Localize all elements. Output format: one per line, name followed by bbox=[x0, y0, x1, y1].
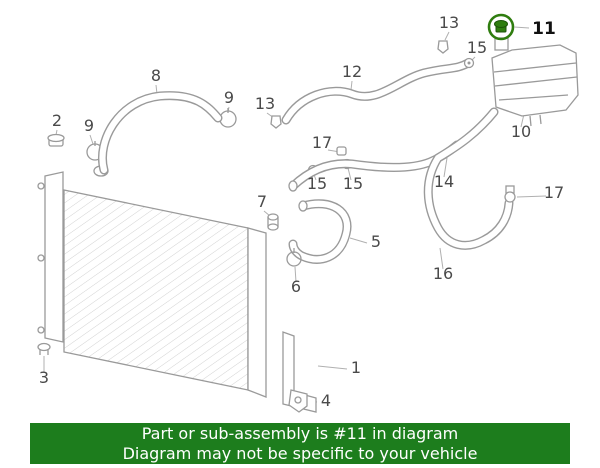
hose-part-16 bbox=[423, 107, 514, 250]
callout-10: 10 bbox=[511, 122, 531, 141]
clip-part-13-mid bbox=[270, 115, 282, 129]
callout-16: 16 bbox=[433, 264, 453, 283]
callout-15-left: 15 bbox=[307, 174, 327, 193]
callout-17-left: 17 bbox=[312, 133, 332, 152]
callout-15-right: 15 bbox=[343, 174, 363, 193]
callout-7: 7 bbox=[257, 192, 267, 211]
radiator-bolt bbox=[37, 182, 45, 190]
radiator-right-tank bbox=[247, 227, 267, 398]
callout-6: 6 bbox=[291, 277, 301, 296]
callout-2: 2 bbox=[52, 111, 62, 130]
reservoir-cap-part-11-highlighted bbox=[487, 13, 530, 41]
callout-9-left: 9 bbox=[84, 116, 94, 135]
radiator-cap-part-2 bbox=[47, 133, 65, 147]
grommet-part-17-right bbox=[504, 185, 516, 203]
hose-part-5 bbox=[288, 199, 352, 264]
reservoir-tank-part-10 bbox=[491, 37, 579, 127]
radiator-bolt bbox=[37, 254, 45, 262]
radiator-drawing bbox=[37, 165, 267, 398]
callout-12: 12 bbox=[342, 62, 362, 81]
callout-13-top: 13 bbox=[439, 13, 459, 32]
fitting-part-7 bbox=[267, 213, 279, 231]
hose-part-12 bbox=[281, 58, 473, 125]
diagram-notice-banner: Part or sub-assembly is #11 in diagram D… bbox=[30, 423, 570, 464]
mount-part-3 bbox=[37, 342, 51, 355]
upper-hose-part-8 bbox=[98, 91, 223, 175]
callout-8: 8 bbox=[151, 66, 161, 85]
callout-15-top: 15 bbox=[467, 38, 487, 57]
callout-5: 5 bbox=[371, 232, 381, 251]
banner-line-part-reference: Part or sub-assembly is #11 in diagram bbox=[141, 424, 459, 443]
highlight-ring bbox=[487, 13, 515, 41]
radiator-bolt bbox=[37, 326, 45, 334]
callout-17-right: 17 bbox=[544, 183, 564, 202]
sensor-part-4 bbox=[288, 389, 308, 413]
radiator-left-tank bbox=[44, 171, 64, 343]
grommet-part-15-top bbox=[463, 57, 475, 69]
clip-part-13-top bbox=[437, 40, 449, 54]
banner-line-disclaimer: Diagram may not be specific to your vehi… bbox=[122, 443, 478, 463]
callout-9-right: 9 bbox=[224, 88, 234, 107]
callout-1: 1 bbox=[351, 358, 361, 377]
callout-3: 3 bbox=[39, 368, 49, 387]
callout-4: 4 bbox=[321, 391, 331, 410]
radiator-core bbox=[63, 189, 249, 391]
callout-13-mid: 13 bbox=[255, 94, 275, 113]
hose-clamp-part-6 bbox=[286, 248, 302, 267]
clip-part-17-left bbox=[336, 146, 347, 156]
callout-14: 14 bbox=[434, 172, 454, 191]
callout-11-highlighted: 11 bbox=[532, 19, 556, 39]
